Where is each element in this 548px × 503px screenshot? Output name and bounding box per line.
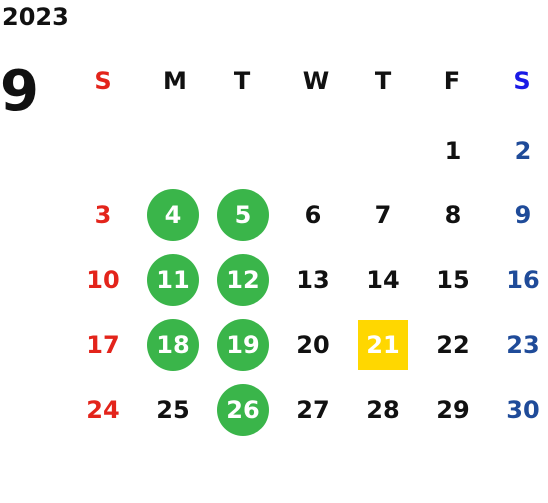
calendar-day[interactable]: 3 (73, 189, 133, 241)
day-number: 4 (164, 201, 182, 229)
day-number: 20 (296, 331, 330, 359)
day-number: 24 (86, 396, 120, 424)
calendar-day[interactable]: 15 (423, 254, 483, 306)
event-marker-circle (217, 254, 269, 306)
day-number: 9 (514, 201, 532, 229)
day-number: 12 (226, 266, 260, 294)
calendar-day[interactable]: 28 (353, 384, 413, 436)
day-number: 14 (366, 266, 400, 294)
calendar-day[interactable]: 12 (213, 254, 273, 306)
weekday-header-thursday: T (374, 67, 392, 95)
day-number: 23 (506, 331, 540, 359)
weekday-header-sunday: S (94, 67, 112, 95)
weekday-header-tuesday: T (233, 67, 251, 95)
day-number: 26 (226, 396, 260, 424)
calendar-day[interactable]: 13 (283, 254, 343, 306)
calendar-day[interactable]: 17 (73, 319, 133, 371)
day-number: 6 (304, 201, 322, 229)
calendar-day[interactable]: 2 (493, 125, 548, 177)
calendar-day[interactable]: 9 (493, 189, 548, 241)
calendar-day[interactable]: 30 (493, 384, 548, 436)
day-number: 5 (234, 201, 252, 229)
day-number: 21 (366, 331, 400, 359)
day-number: 19 (226, 331, 260, 359)
event-marker-circle (217, 189, 269, 241)
day-number: 15 (436, 266, 470, 294)
calendar-day[interactable]: 4 (143, 189, 203, 241)
day-number: 27 (296, 396, 330, 424)
day-number: 11 (156, 266, 190, 294)
calendar-day[interactable]: 18 (143, 319, 203, 371)
day-number: 3 (94, 201, 112, 229)
calendar-day[interactable]: 10 (73, 254, 133, 306)
event-marker-circle (147, 254, 199, 306)
day-number: 8 (444, 201, 462, 229)
day-number: 16 (506, 266, 540, 294)
day-number: 13 (296, 266, 330, 294)
calendar-day[interactable]: 1 (423, 125, 483, 177)
calendar-month: 9 (0, 59, 39, 124)
day-number: 22 (436, 331, 470, 359)
day-number: 18 (156, 331, 190, 359)
day-number: 28 (366, 396, 400, 424)
day-number: 17 (86, 331, 120, 359)
calendar-day[interactable]: 26 (213, 384, 273, 436)
calendar-day[interactable]: 27 (283, 384, 343, 436)
day-number: 2 (514, 137, 532, 165)
calendar-day[interactable]: 5 (213, 189, 273, 241)
day-number: 25 (156, 396, 190, 424)
event-marker-circle (147, 189, 199, 241)
calendar-day[interactable]: 20 (283, 319, 343, 371)
day-number: 7 (374, 201, 392, 229)
calendar-day[interactable]: 23 (493, 319, 548, 371)
weekday-header-saturday: S (513, 67, 531, 95)
calendar-day[interactable]: 29 (423, 384, 483, 436)
calendar-day[interactable]: 25 (143, 384, 203, 436)
calendar-day[interactable]: 14 (353, 254, 413, 306)
weekday-header-friday: F (443, 67, 461, 95)
day-number: 1 (444, 137, 462, 165)
event-marker-circle (217, 319, 269, 371)
event-marker-circle (217, 384, 269, 436)
calendar-day[interactable]: 11 (143, 254, 203, 306)
day-number: 30 (506, 396, 540, 424)
calendar-day[interactable]: 16 (493, 254, 548, 306)
day-number: 29 (436, 396, 470, 424)
weekday-header-monday: M (163, 67, 187, 95)
day-number: 10 (86, 266, 120, 294)
calendar-day[interactable]: 19 (213, 319, 273, 371)
calendar-day[interactable]: 24 (73, 384, 133, 436)
weekday-header-wednesday: W (302, 67, 330, 95)
calendar-day[interactable]: 22 (423, 319, 483, 371)
calendar-day[interactable]: 21 (353, 319, 413, 371)
calendar-year: 2023 (2, 3, 69, 31)
calendar-day[interactable]: 8 (423, 189, 483, 241)
calendar-day[interactable]: 6 (283, 189, 343, 241)
event-marker-circle (147, 319, 199, 371)
today-marker-square (358, 320, 408, 370)
calendar-day[interactable]: 7 (353, 189, 413, 241)
